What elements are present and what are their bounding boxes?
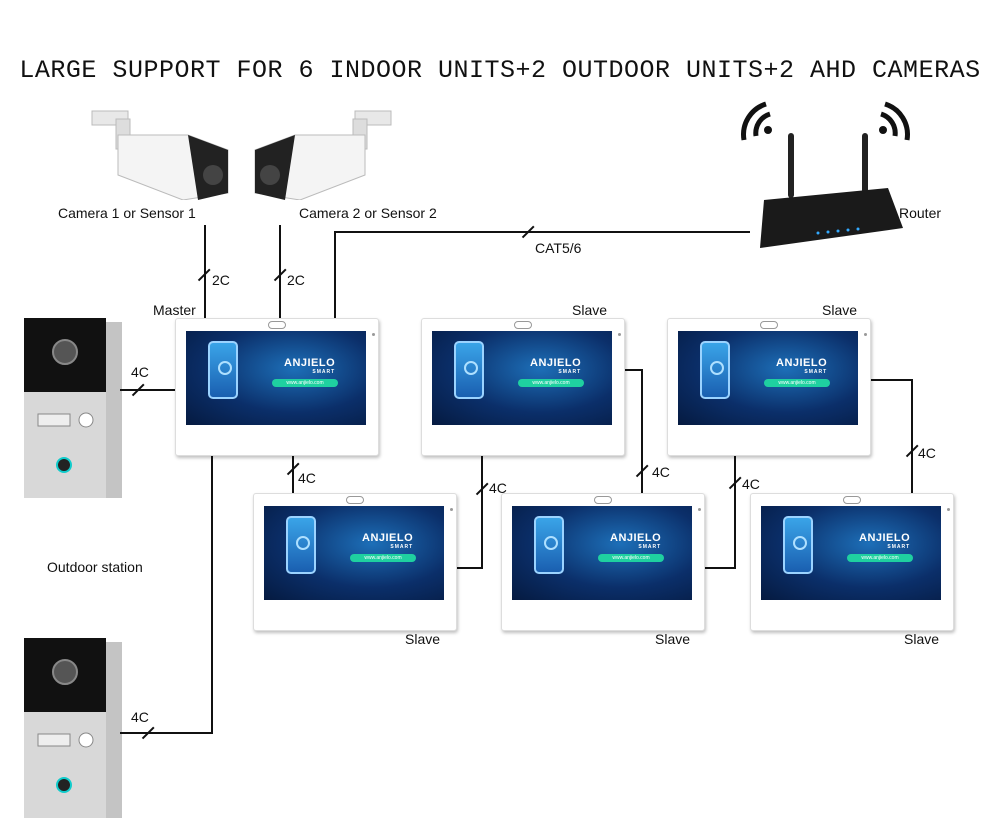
wire-label-4c: 4C (742, 476, 760, 492)
brand-url: www.anjielo.com (272, 379, 338, 387)
wire-slave-link (481, 455, 483, 569)
wire-slave-link (623, 369, 643, 371)
wire-label-4c: 4C (652, 464, 670, 480)
slave-label: Slave (904, 631, 940, 647)
brand-logo: ANJIELO (362, 532, 414, 544)
slave-label: Slave (405, 631, 441, 647)
brand-url: www.anjielo.com (764, 379, 830, 387)
slave-label: Slave (655, 631, 691, 647)
wire-label-4c: 4C (298, 470, 316, 486)
wire-label-4c: 4C (918, 445, 936, 461)
wire-label-4c: 4C (131, 364, 149, 380)
diagram-title: LARGE SUPPORT FOR 6 INDOOR UNITS+2 OUTDO… (19, 56, 981, 85)
wire-label-4c: 4C (489, 480, 507, 496)
wire-camera-2 (279, 225, 281, 318)
wire-network (334, 231, 336, 318)
brand-logo: ANJIELO (530, 357, 582, 369)
camera-1-label: Camera 1 or Sensor 1 (58, 205, 196, 221)
brand-url: www.anjielo.com (518, 379, 584, 387)
wire-slave-link (734, 455, 736, 569)
wire-label-network: CAT5/6 (535, 240, 582, 256)
wire-slave-link (870, 379, 913, 381)
router-icon (741, 101, 910, 248)
brand-url: www.anjielo.com (350, 554, 416, 562)
slave-label: Slave (572, 302, 608, 318)
brand-logo: ANJIELO (859, 532, 911, 544)
outdoor-station-2 (24, 638, 124, 818)
wire-outdoor-2 (120, 732, 213, 734)
brand-logo: ANJIELO (610, 532, 662, 544)
outdoor-station-label: Outdoor station (47, 559, 143, 575)
wire-label-4c: 4C (131, 709, 149, 725)
slave-label: Slave (822, 302, 858, 318)
brand-url: www.anjielo.com (598, 554, 664, 562)
router-label: Router (899, 205, 942, 221)
camera-1-icon (91, 110, 229, 200)
master-label: Master (153, 302, 196, 318)
camera-2-label: Camera 2 or Sensor 2 (299, 205, 437, 221)
wire-label-cam1: 2C (212, 272, 230, 288)
outdoor-station-1 (24, 318, 124, 498)
brand-logo: ANJIELO (776, 357, 828, 369)
camera-2-icon (254, 110, 392, 200)
wire-label-cam2: 2C (287, 272, 305, 288)
wire-master-slave (292, 455, 294, 493)
brand-logo: ANJIELO (284, 357, 336, 369)
wire-outdoor-1 (120, 389, 175, 391)
brand-url: www.anjielo.com (847, 554, 913, 562)
